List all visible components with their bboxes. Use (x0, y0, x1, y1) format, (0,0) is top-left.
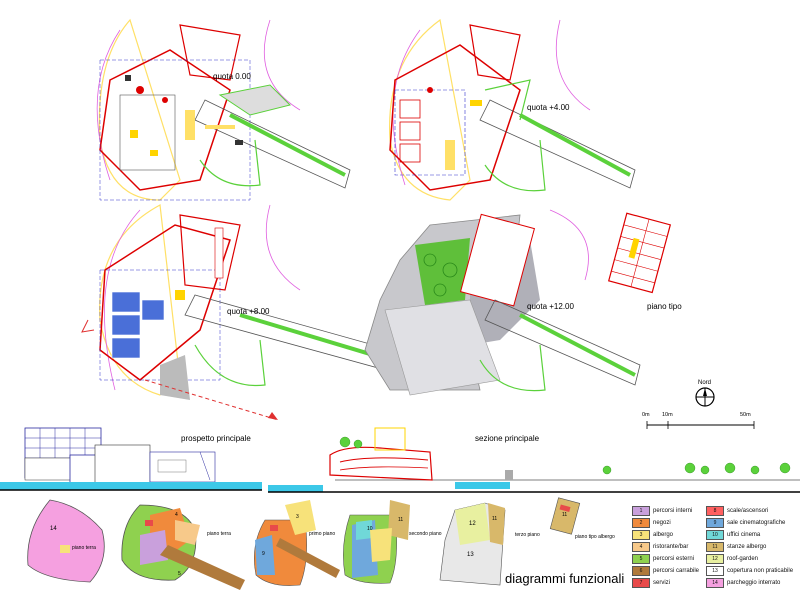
legend-label: percorsi carrabile (653, 568, 700, 574)
diag5-n11: 11 (492, 516, 497, 522)
diag2-n5: 5 (178, 571, 181, 577)
elevation-prospetto: prospetto principale (0, 427, 262, 491)
plan-label-quota-8: quota +8.00 (227, 307, 270, 316)
diag3-n9: 9 (262, 551, 265, 557)
legend-swatch: 5 (632, 554, 650, 564)
diag2-n4: 4 (175, 512, 178, 518)
legend-label: stanze albergo (727, 544, 767, 550)
sezione-title: sezione principale (475, 434, 540, 443)
scale-0: 0m (642, 412, 650, 418)
legend-swatch: 13 (706, 566, 724, 576)
section-sezione: sezione principale (268, 427, 800, 493)
scale-10: 10m (662, 412, 673, 418)
legend-label: roof-garden (727, 556, 759, 562)
legend-swatch: 6 (632, 566, 650, 576)
plan-piano-tipo: piano tipo (607, 212, 682, 311)
legend-swatch: 4 (632, 542, 650, 552)
plan-label-quota-0: quota 0.00 (213, 72, 251, 81)
diagram-terzo-piano: 12 11 13 terzo piano (439, 502, 540, 586)
legend-label: servizi (653, 580, 671, 586)
diagram-primo-piano: 9 3 primo piano (254, 500, 340, 586)
legend-swatch: 14 (706, 578, 724, 588)
legend-swatch: 11 (706, 542, 724, 552)
diag4-n11: 11 (398, 517, 403, 523)
legend-swatch: 1 (632, 506, 650, 516)
legend-swatch: 9 (706, 518, 724, 528)
plan-label-quota-12: quota +12.00 (527, 302, 574, 311)
legend-label: copertura non praticabile (727, 568, 794, 574)
diag4-n10: 10 (367, 526, 373, 532)
legend-swatch: 2 (632, 518, 650, 528)
prospetto-title: prospetto principale (181, 434, 251, 443)
legend-label: parcheggio interrato (727, 580, 781, 586)
legend-label: percorsi interni (653, 508, 693, 514)
north-arrow: Nord (695, 380, 715, 407)
diagram-piano-tipo-albergo: 11 piano tipo albergo (549, 497, 615, 540)
diagram-piano-terra-2: 4 5 piano terra (121, 504, 245, 590)
legend-label: ristorante/bar (653, 544, 689, 550)
diag3-label: primo piano (309, 531, 335, 537)
legend-label: albergo (653, 532, 674, 538)
diag2-label: piano terra (207, 531, 231, 537)
diag6-n11: 11 (562, 512, 567, 518)
legend-label: sale cinematografiche (727, 520, 786, 526)
diag4-label: secondo piano (409, 531, 442, 537)
legend-swatch: 10 (706, 530, 724, 540)
plan-label-quota-4: quota +4.00 (527, 103, 570, 112)
legend-label: negozi (653, 520, 671, 526)
diagrams-title: diagrammi funzionali (505, 571, 624, 586)
plan-quota-8: quota +8.00 (81, 204, 446, 421)
diag1-label: piano terra (72, 545, 96, 551)
legend-swatch: 8 (706, 506, 724, 516)
diag5-n13: 13 (467, 552, 474, 558)
diag5-label: terzo piano (515, 532, 540, 538)
plan-label-piano-tipo: piano tipo (647, 302, 682, 311)
diag1-num: 14 (50, 526, 57, 532)
diagram-secondo-piano: 10 11 secondo piano (343, 500, 442, 584)
legend-swatch: 12 (706, 554, 724, 564)
diag3-n3: 3 (296, 514, 299, 520)
legend-swatch: 3 (632, 530, 650, 540)
diagram-piano-terra-1: 14 piano terra (27, 499, 105, 583)
diag6-label: piano tipo albergo (575, 534, 615, 540)
diag5-n12: 12 (469, 521, 476, 527)
plan-quota-0: quota 0.00 (96, 18, 351, 201)
legend-label: percorsi esterni (653, 556, 695, 562)
scale-bar: 0m 10m 50m (642, 412, 755, 429)
plan-quota-12: quota +12.00 (364, 209, 641, 396)
north-label: Nord (698, 380, 711, 386)
legend-label: scale/ascensori (727, 508, 769, 514)
legend-label: uffici cinema (727, 532, 761, 538)
legend-swatch: 7 (632, 578, 650, 588)
scale-50: 50m (740, 412, 751, 418)
plan-quota-4: quota +4.00 (388, 18, 636, 201)
